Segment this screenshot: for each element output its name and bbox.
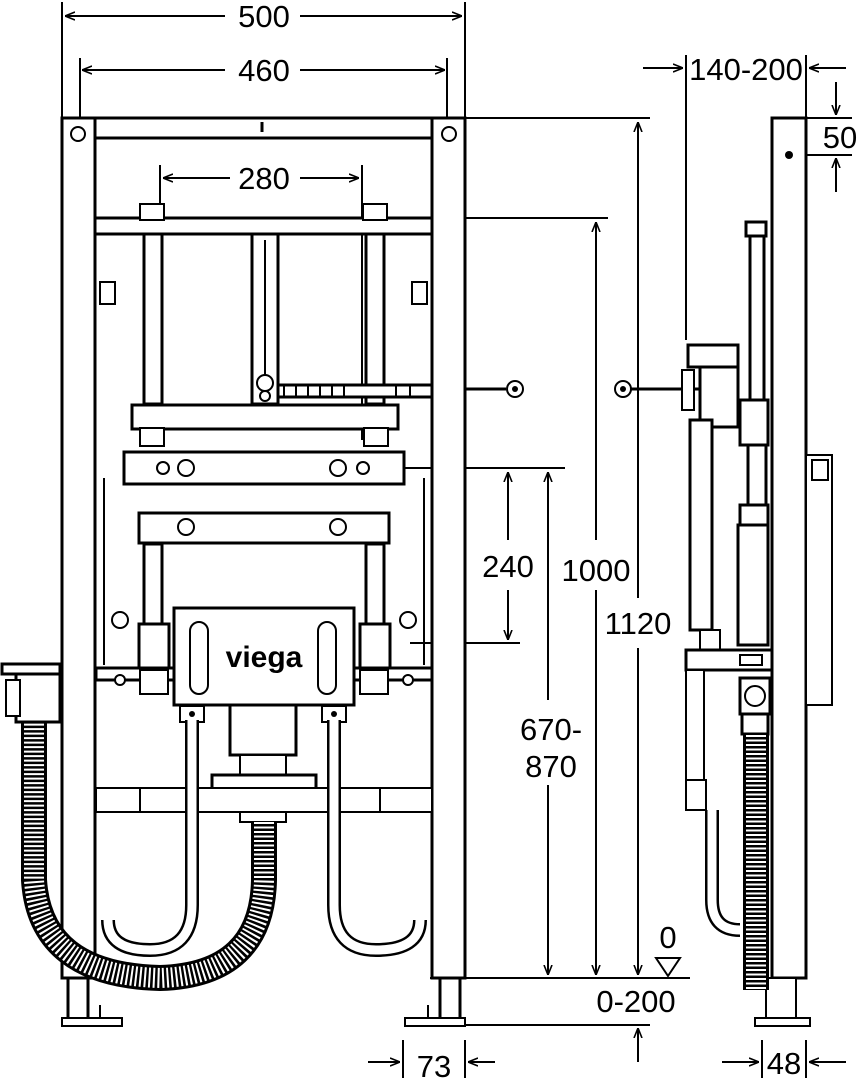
dim-height-1000: 1000 bbox=[562, 553, 631, 588]
dim-foot-width: 73 bbox=[417, 1049, 451, 1080]
drain-hose bbox=[0, 662, 277, 992]
flush-box: viega bbox=[172, 606, 356, 823]
front-view: viega bbox=[0, 0, 690, 1080]
side-view: 140-200 50 48 bbox=[614, 52, 857, 1080]
dim-side-foot-width: 48 bbox=[767, 1046, 801, 1080]
dim-height-240: 240 bbox=[482, 549, 534, 584]
dim-floor-level: 0 bbox=[659, 920, 676, 955]
supply-pipes bbox=[101, 720, 427, 958]
side-dimension-lines bbox=[643, 55, 852, 1078]
side-bracket bbox=[684, 648, 774, 937]
frame-feet bbox=[61, 976, 466, 1027]
side-post bbox=[770, 116, 808, 980]
dim-frame-width: 500 bbox=[238, 0, 290, 34]
dim-height-1120: 1120 bbox=[605, 606, 672, 641]
lower-rail bbox=[95, 787, 433, 813]
dim-foot-range: 0-200 bbox=[596, 984, 675, 1019]
dim-height-range-line2: 870 bbox=[525, 749, 577, 784]
dimension-lines bbox=[61, 2, 690, 1078]
dim-top-offset: 50 bbox=[823, 120, 857, 155]
brand-logo: viega bbox=[226, 641, 303, 674]
upper-rail bbox=[93, 203, 524, 406]
dim-fixing-spacing: 280 bbox=[238, 161, 290, 196]
dim-depth-range: 140-200 bbox=[689, 52, 803, 87]
dim-post-spacing: 460 bbox=[238, 53, 290, 88]
side-rod-assembly bbox=[614, 220, 770, 651]
dim-height-range-line1: 670- bbox=[520, 712, 582, 747]
frame-posts bbox=[60, 116, 467, 980]
